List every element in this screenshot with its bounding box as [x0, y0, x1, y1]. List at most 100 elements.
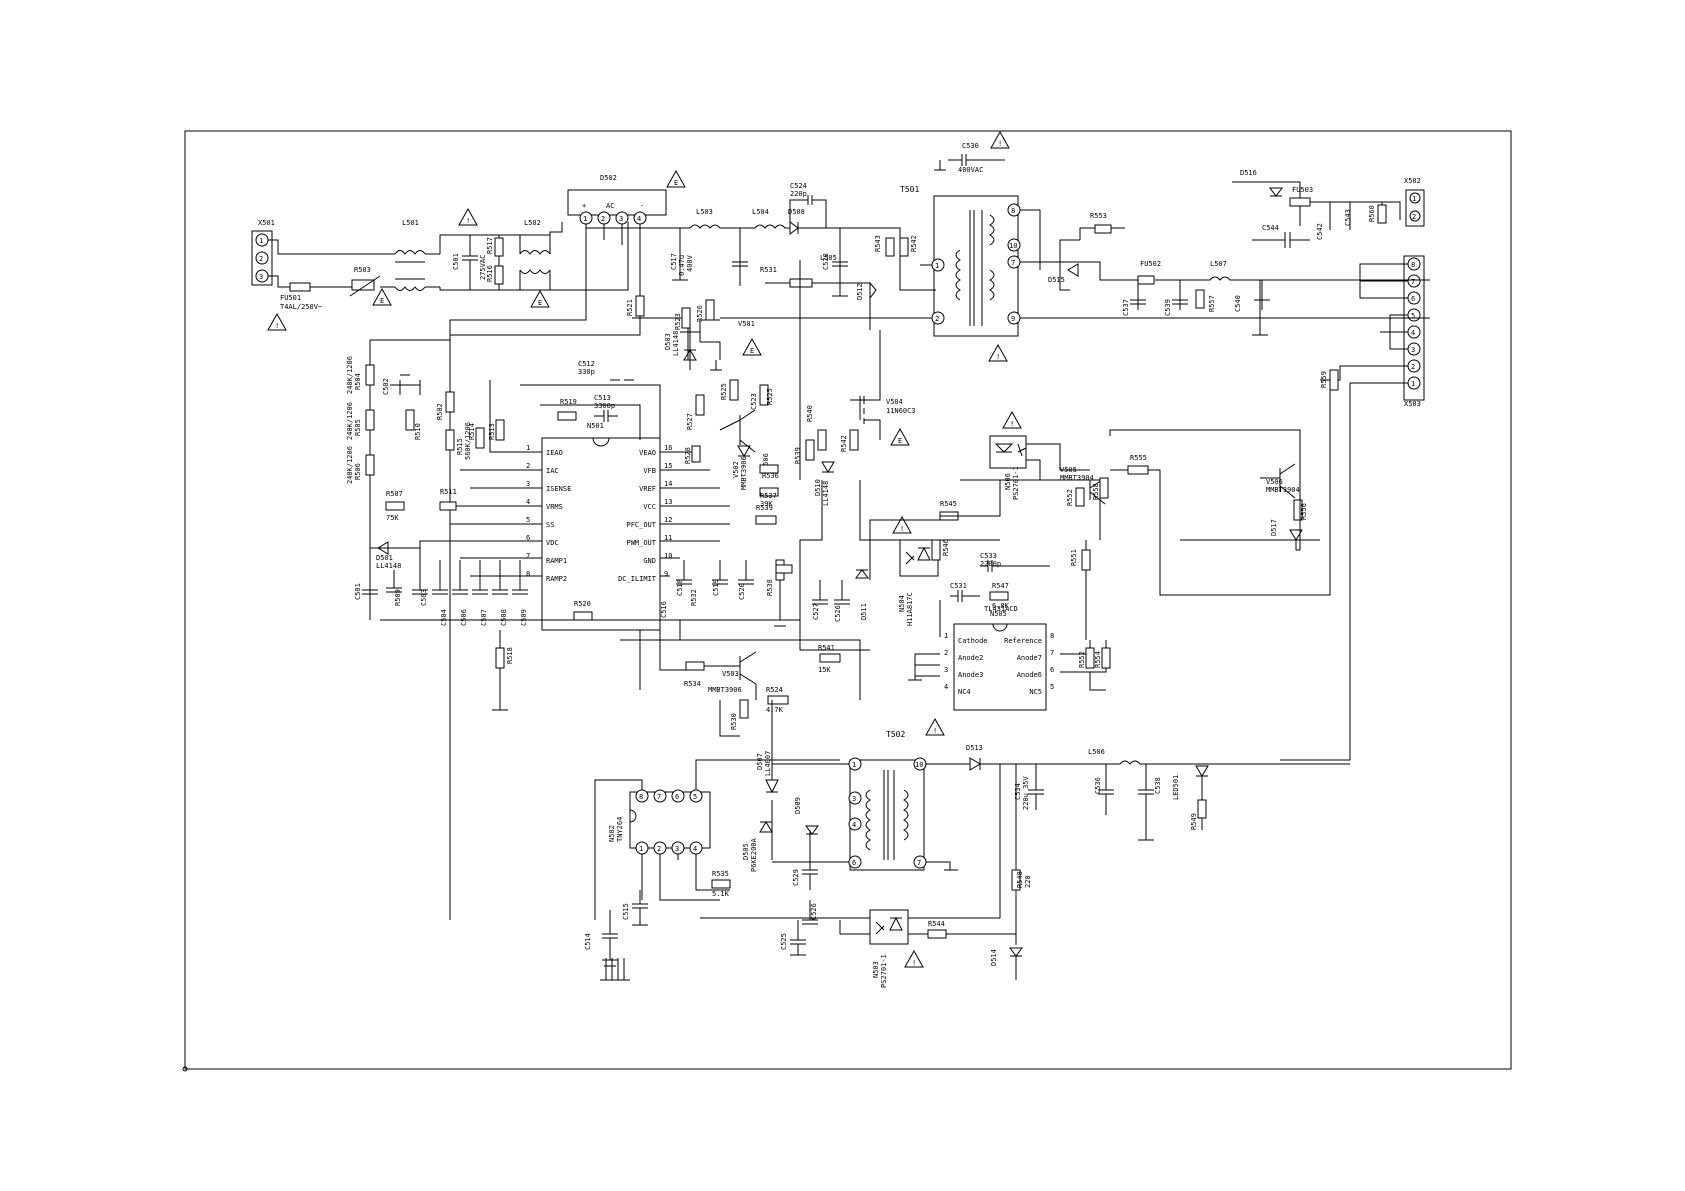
warning-icon: [990, 130, 1010, 149]
svg-text:L504: L504: [752, 208, 769, 216]
e-marker-icon: [890, 427, 910, 446]
svg-text:V501: V501: [738, 320, 755, 328]
svg-text:L505: L505: [820, 254, 837, 262]
svg-text:3: 3: [852, 795, 856, 803]
svg-text:R554: R554: [1094, 651, 1102, 668]
svg-text:R539: R539: [794, 447, 802, 464]
svg-text:FU501: FU501: [280, 294, 301, 302]
svg-text:R525: R525: [766, 388, 774, 405]
svg-text:-: -: [640, 202, 644, 210]
svg-text:R507: R507: [386, 490, 403, 498]
svg-text:T502: T502: [886, 730, 905, 739]
n501-pin-2-label: IAC: [546, 467, 559, 475]
n505-pin-1-label: Cathode: [958, 637, 988, 645]
svg-text:220p: 220p: [790, 190, 807, 198]
svg-text:15K: 15K: [818, 666, 831, 674]
svg-text:8: 8: [1411, 261, 1415, 269]
svg-text:1: 1: [583, 215, 587, 223]
n501-pin-9-number: 9: [664, 570, 668, 578]
n501-pin-1-number: 1: [526, 444, 530, 452]
svg-text:330p: 330p: [578, 368, 595, 376]
svg-text:R504: R504: [354, 373, 362, 390]
warning-mark-icon: !: [996, 353, 1000, 361]
svg-text:R555: R555: [1130, 454, 1147, 462]
ic-n501: N501 1IEAO2IAC3ISENSE4VRMS5SS6VDC7RAMP18…: [526, 422, 672, 631]
svg-text:D505: D505: [742, 843, 750, 860]
svg-text:R521: R521: [626, 299, 634, 316]
e-marker-icon: [530, 289, 550, 308]
svg-text:R532: R532: [690, 589, 698, 606]
svg-text:R542: R542: [840, 435, 848, 452]
svg-text:3: 3: [675, 845, 679, 853]
svg-text:R541: R541: [818, 644, 835, 652]
n505-pin-4-number: 4: [944, 683, 948, 691]
n501-pin-14-number: 14: [664, 480, 672, 488]
svg-text:C506: C506: [460, 609, 468, 626]
svg-text:D511: D511: [860, 603, 868, 620]
svg-text:R528: R528: [684, 447, 692, 464]
n505-pin-3-label: Anode3: [958, 671, 983, 679]
svg-text:R510: R510: [414, 423, 422, 440]
svg-text:240K/1206: 240K/1206: [346, 402, 354, 440]
n501-pin-10-number: 10: [664, 552, 672, 560]
svg-text:C513: C513: [594, 394, 611, 402]
svg-text:R544: R544: [928, 920, 945, 928]
n501-pin-16-label: VEAO: [639, 449, 656, 457]
svg-text:R511: R511: [440, 488, 457, 496]
svg-text:C538: C538: [1154, 777, 1162, 794]
svg-text:C520: C520: [738, 583, 746, 600]
n505-pin-1-number: 1: [944, 632, 948, 640]
svg-text:R516: R516: [486, 265, 494, 282]
svg-text:N502: N502: [608, 825, 616, 842]
svg-text:R549: R549: [1190, 813, 1198, 830]
svg-text:C516: C516: [660, 601, 668, 618]
n501-pin-15-label: VFB: [643, 467, 656, 475]
standby-secondary: D513 L506 C534 220u 35V C536 C538 LED501…: [966, 744, 1350, 980]
warning-mark-icon: !: [275, 322, 279, 330]
n505-pin-2-label: Anode2: [958, 654, 983, 662]
n501-pin-5-number: 5: [526, 516, 530, 524]
svg-text:R545: R545: [940, 500, 957, 508]
input-wiring: FU501 T4AL/250V~ R503 L501 C501 275VAC R…: [268, 219, 629, 311]
svg-text:R539: R539: [756, 504, 773, 512]
n501-pin-14-label: VREF: [639, 485, 656, 493]
svg-text:L503: L503: [696, 208, 713, 216]
svg-text:6: 6: [852, 859, 856, 867]
warning-mark-icon: !: [466, 217, 470, 225]
svg-text:C544: C544: [1262, 224, 1279, 232]
n501-pin-3-label: ISENSE: [546, 485, 571, 493]
svg-text:R506: R506: [354, 463, 362, 480]
n501-pin-6-number: 6: [526, 534, 530, 542]
svg-text:D510: D510: [814, 479, 822, 496]
svg-text:1: 1: [1412, 195, 1416, 203]
svg-text:LL4007: LL4007: [764, 751, 772, 776]
svg-text:C527: C527: [812, 603, 820, 620]
transformer-t501: T501 1 2 8 10 7 9 C530 400VAC: [799, 142, 1021, 480]
svg-text:8: 8: [639, 793, 643, 801]
svg-text:R559: R559: [1320, 371, 1328, 388]
svg-text:C517: C517: [670, 253, 678, 270]
svg-text:D516: D516: [1240, 169, 1257, 177]
n501-pin-12-number: 12: [664, 516, 672, 524]
n501-pin-2-number: 2: [526, 462, 530, 470]
n501-pin-4-number: 4: [526, 498, 530, 506]
svg-text:C524: C524: [790, 182, 807, 190]
svg-text:+: +: [582, 202, 586, 210]
svg-text:R551: R551: [1070, 549, 1078, 566]
svg-text:1: 1: [1411, 380, 1415, 388]
n501-pin-8-label: RAMP2: [546, 575, 567, 583]
svg-text:R556: R556: [1300, 503, 1308, 520]
svg-text:MMBT3904: MMBT3904: [1266, 486, 1300, 494]
n505-pin-5-number: 5: [1050, 683, 1054, 691]
svg-text:39K: 39K: [760, 500, 773, 508]
svg-text:N501: N501: [587, 422, 604, 430]
svg-text:R552: R552: [1066, 489, 1074, 506]
svg-text:L507: L507: [1210, 260, 1227, 268]
svg-text:R536: R536: [762, 472, 779, 480]
svg-text:R514: R514: [468, 423, 476, 440]
n501-pin-4-label: VRMS: [546, 503, 563, 511]
svg-text:7: 7: [917, 859, 921, 867]
svg-text:MMBT3904: MMBT3904: [1060, 474, 1094, 482]
svg-text:3: 3: [259, 273, 263, 281]
svg-text:D517: D517: [1270, 519, 1278, 536]
